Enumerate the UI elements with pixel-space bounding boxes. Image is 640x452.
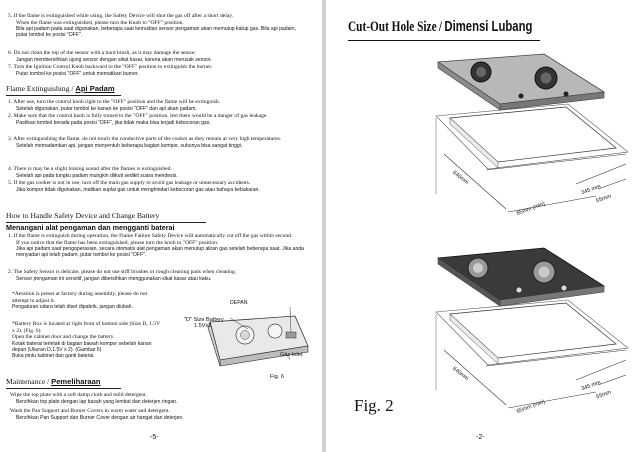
figure-caption: Fig. 2 — [354, 396, 394, 415]
heading-underline — [6, 95, 121, 96]
list-item: Wipe the top plate with a soft damp clot… — [10, 392, 178, 405]
manual-page-right: Cut-Out Hole Size/Dimensi Lubang 640mm 3… — [326, 0, 640, 452]
heading-underline — [6, 222, 206, 223]
fig6-label-depan: DEPAN — [230, 300, 248, 306]
cutout-diagram-glass — [435, 247, 629, 409]
list-item: 6. Do not clean the top of the sensor wi… — [8, 50, 212, 63]
page-title: Cut-Out Hole Size/Dimensi Lubang — [348, 19, 533, 35]
page-number: -5- — [150, 434, 159, 441]
list-item: 5. If the flame is extinguished while us… — [8, 13, 297, 38]
list-item: 4. There is may be a slight hissing soun… — [8, 166, 178, 179]
cutout-diagram-stainless — [435, 53, 629, 213]
list-item: 1. If the flame is extinguish during ope… — [8, 233, 304, 258]
battery-note: *Battery Box is located at right front o… — [12, 321, 161, 359]
battery-box-illustration — [207, 306, 309, 367]
manual-page-left: 5. If the flame is extinguished while us… — [0, 0, 322, 452]
page-number: -2- — [476, 434, 485, 441]
list-item: 7. Turn the Ignition Control Knob backwa… — [8, 64, 213, 77]
fig6-caption: Fig. 6 — [270, 374, 284, 380]
heading-underline — [6, 388, 121, 389]
section-heading-safety: How to Handle Safety Device and Change B… — [6, 211, 160, 220]
aeration-note: *Aeration is preset at factory during as… — [12, 291, 148, 310]
list-item: Wash the Pan Support and Burner Covers i… — [10, 408, 184, 421]
section-heading-maintenance: Maintenance / Pemeliharaan — [6, 377, 101, 386]
fig6-label-battery: "D" Size Battery 1.5Vx2 — [184, 317, 224, 329]
section-heading-flame: Flame Extinguishing / Api Padam — [6, 84, 115, 93]
list-item: 2. The Safety Sensor is delicate, please… — [8, 269, 237, 282]
list-item: 2. Make sure that the control knob is fu… — [8, 113, 268, 126]
title-underline — [348, 40, 540, 41]
list-item: 3. After extinguishing the flame, do not… — [8, 136, 282, 149]
page-gutter — [322, 0, 326, 452]
list-item: 5. If the gas cooker is not in use, turn… — [8, 180, 260, 193]
section-subheading-safety: Menangani alat pengaman dan mengganti ba… — [6, 223, 175, 232]
fig6-label-gas-inlet: Gas Inlet — [280, 352, 303, 358]
list-item: 1. After use, turn the control knob righ… — [8, 99, 221, 112]
